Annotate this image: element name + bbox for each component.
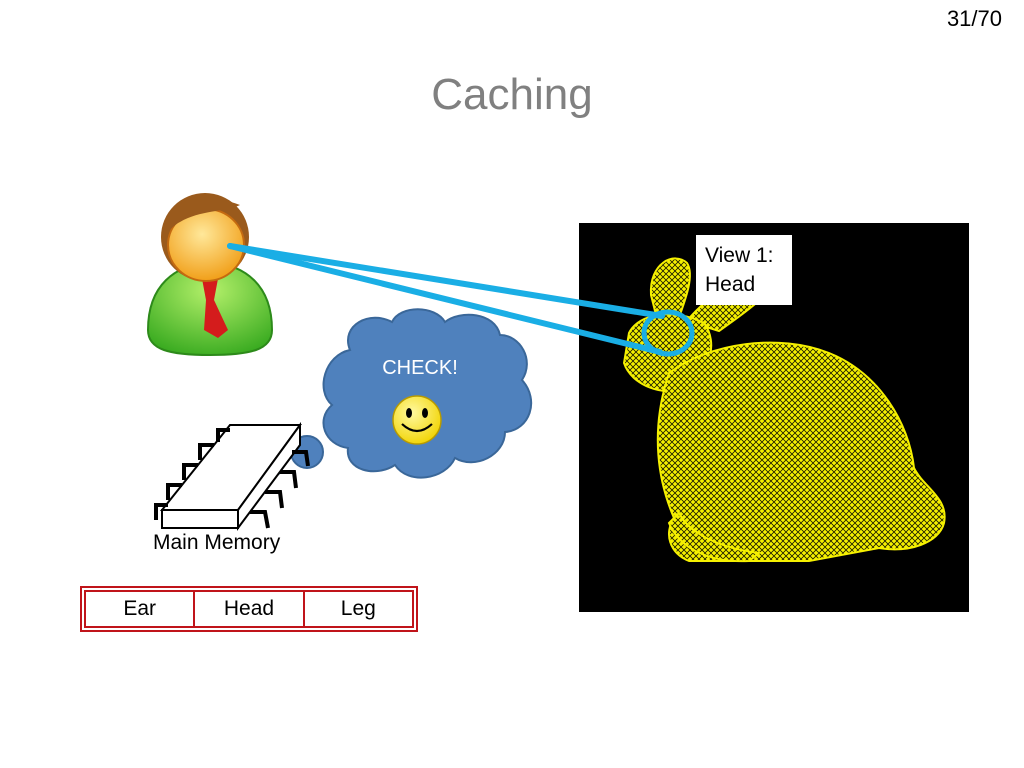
memory-chip-icon xyxy=(154,421,310,532)
cache-table: Ear Head Leg xyxy=(80,586,418,632)
view-label-line2: Head xyxy=(705,273,756,296)
slide-number: 31/70 xyxy=(946,6,1002,31)
view-label: View 1: Head xyxy=(696,235,792,305)
view-label-line1: View 1: xyxy=(705,244,774,267)
cache-cell-ear: Ear xyxy=(84,590,196,628)
main-memory-label: Main Memory xyxy=(153,531,281,554)
user-icon xyxy=(146,193,274,357)
sight-lines xyxy=(227,243,665,355)
cache-cell-leg: Leg xyxy=(304,590,414,628)
smiley-face-icon xyxy=(392,395,442,445)
cache-cell-head: Head xyxy=(195,590,305,628)
slide-title: Caching xyxy=(431,70,593,119)
thought-bubble-text: CHECK! xyxy=(382,357,458,379)
focus-circle xyxy=(641,309,695,357)
